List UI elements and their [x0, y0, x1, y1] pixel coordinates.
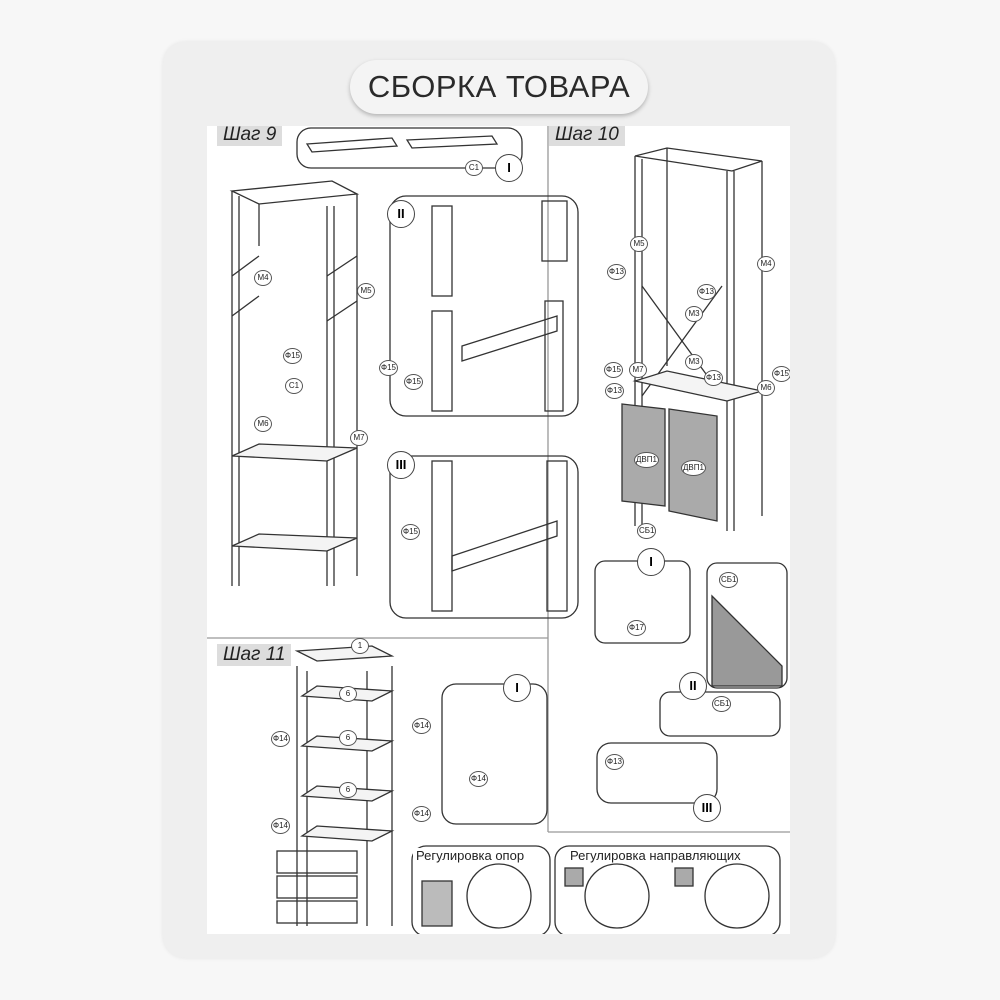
step-11-heading: Шаг 11 — [217, 644, 292, 666]
label-f15: Ф15 — [604, 362, 623, 378]
step-9-heading: Шаг 9 — [217, 126, 283, 146]
label-f15: Ф15 — [772, 366, 790, 382]
label-part-6: 6 — [339, 686, 357, 702]
step11-shelf-drawing — [276, 645, 395, 926]
label-m3: M3 — [685, 306, 703, 322]
label-sb1: СБ1 — [719, 572, 739, 588]
detail-i-marker: I — [495, 154, 523, 182]
detail-ii-marker: II — [679, 672, 707, 700]
label-f14: Ф14 — [271, 731, 290, 747]
label-f13: Ф13 — [607, 264, 626, 280]
caption-support-adjustment: Регулировка опор — [413, 848, 528, 863]
label-c1: C1 — [465, 160, 483, 176]
label-c1: C1 — [285, 378, 303, 394]
label-f15: Ф15 — [401, 524, 420, 540]
label-f13: Ф13 — [605, 383, 624, 399]
label-sb1: СБ1 — [712, 696, 732, 712]
label-m6: M6 — [254, 416, 272, 432]
label-sb1: СБ1 — [637, 523, 657, 539]
label-f14: Ф14 — [469, 771, 488, 787]
detail-iii-marker: III — [387, 451, 415, 479]
label-f15: Ф15 — [283, 348, 302, 364]
label-m7: M7 — [350, 430, 368, 446]
label-part-1: 1 — [351, 638, 369, 654]
detail-ii-marker: II — [387, 200, 415, 228]
label-f14: Ф14 — [271, 818, 290, 834]
caption-guide-adjustment: Регулировка направляющих — [567, 848, 744, 863]
step9-frame-drawing — [229, 180, 360, 586]
label-part-6: 6 — [339, 730, 357, 746]
label-m5: M5 — [630, 236, 648, 252]
label-m4: M4 — [254, 270, 272, 286]
step-10-heading: Шаг 10 — [549, 126, 625, 146]
label-f13: Ф13 — [605, 754, 624, 770]
label-m7: M7 — [629, 362, 647, 378]
label-dvp1: ДВП1 — [634, 452, 659, 468]
label-m6: M6 — [757, 380, 775, 396]
label-f14: Ф14 — [412, 806, 431, 822]
page-title: СБОРКА ТОВАРА — [350, 60, 648, 114]
label-f14: Ф14 — [412, 718, 431, 734]
label-f17: Ф17 — [627, 620, 646, 636]
label-dvp1: ДВП1 — [681, 460, 706, 476]
label-f15: Ф15 — [404, 374, 423, 390]
detail-iii-marker: III — [693, 794, 721, 822]
detail-i-marker: I — [637, 548, 665, 576]
label-part-6: 6 — [339, 782, 357, 798]
label-f13: Ф13 — [704, 370, 723, 386]
assembly-instructions-sheet: Шаг 9 Шаг 10 Шаг 11 C1 I II III M4 M5 Ф1… — [207, 126, 790, 934]
label-m4: M4 — [757, 256, 775, 272]
label-f13: Ф13 — [697, 284, 716, 300]
label-f15: Ф15 — [379, 360, 398, 376]
label-m3: M3 — [685, 354, 703, 370]
label-m5: M5 — [357, 283, 375, 299]
detail-i-marker: I — [503, 674, 531, 702]
